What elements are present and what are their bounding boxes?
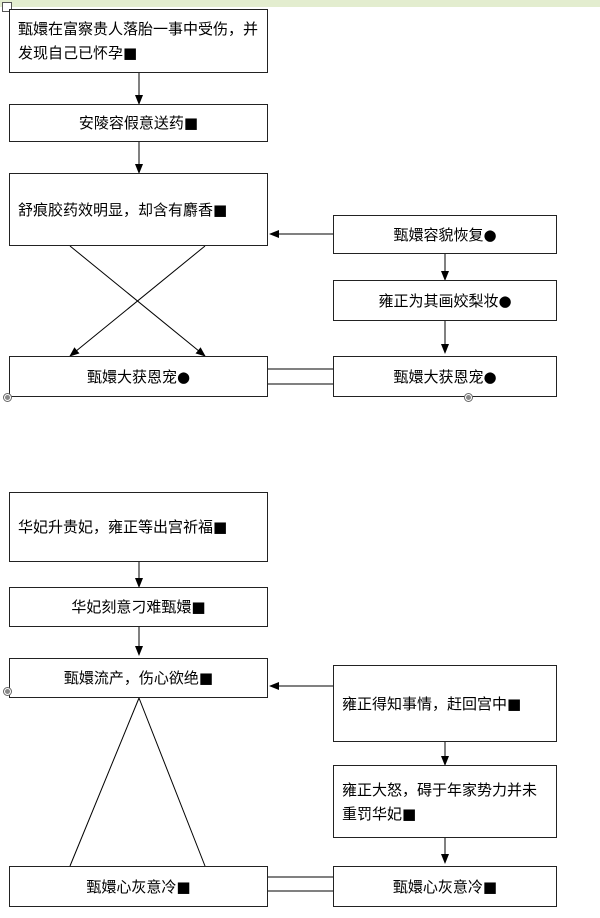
selection-handle-corner[interactable]	[2, 2, 12, 12]
node-injury-pregnancy: 甄嬛在富察贵人落胎一事中受伤，并发现自己已怀孕■	[9, 9, 268, 73]
cross-line-2	[69, 245, 206, 357]
triangle-right	[138, 697, 206, 867]
connector-handle[interactable]	[464, 393, 473, 402]
node-favor-right: 甄嬛大获恩宠●	[333, 356, 557, 397]
node-heartbroken-left: 甄嬛心灰意冷■	[9, 866, 268, 907]
node-yongzheng-makeup: 雍正为其画姣梨妆●	[333, 280, 557, 321]
window-top-strip	[0, 0, 600, 7]
node-appearance-restored: 甄嬛容貌恢复●	[333, 215, 557, 254]
node-yongzheng-angry: 雍正大怒，碍于年家势力并未重罚华妃■	[333, 765, 557, 838]
node-huafei-promoted: 华妃升贵妃，雍正等出宫祈福■	[9, 492, 268, 562]
node-yongzheng-returns: 雍正得知事情，赶回宫中■	[333, 665, 557, 742]
connector-handle[interactable]	[3, 393, 12, 402]
connector-handle[interactable]	[3, 687, 12, 696]
node-huafei-harasses: 华妃刻意刁难甄嬛■	[9, 587, 268, 627]
node-anlingrong-medicine: 安陵容假意送药■	[9, 104, 268, 142]
node-heartbroken-right: 甄嬛心灰意冷■	[333, 866, 557, 907]
node-scar-ointment-musk: 舒痕胶药效明显，却含有麝香■	[9, 173, 268, 246]
node-miscarriage: 甄嬛流产，伤心欲绝■	[9, 658, 268, 698]
triangle-left	[69, 697, 140, 867]
node-favor-left: 甄嬛大获恩宠●	[9, 356, 268, 397]
